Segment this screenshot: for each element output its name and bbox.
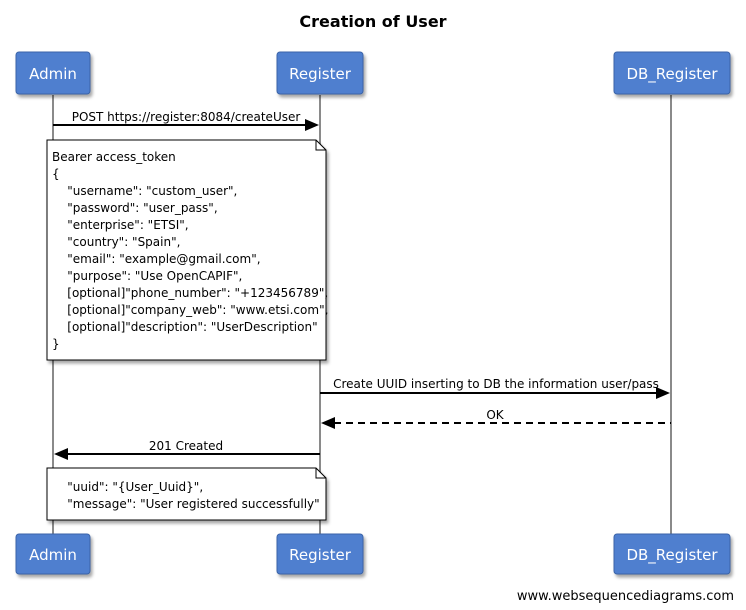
message-create-uuid: Create UUID inserting to DB the informat… [320, 377, 670, 399]
note-fold-icon [315, 468, 326, 479]
actor-db-register-bottom-label: DB_Register [626, 546, 718, 565]
note-line: "enterprise": "ETSI", [52, 218, 189, 232]
actor-admin-bottom: Admin [15, 533, 91, 575]
actor-register-top: Register [276, 51, 364, 95]
message-ok: OK [321, 408, 671, 429]
message-201-created: 201 Created [54, 439, 320, 460]
diagram-title: Creation of User [299, 12, 446, 31]
actor-register-top-label: Register [289, 65, 352, 83]
message-post-create-user: POST https://register:8084/createUser [53, 110, 319, 131]
note-line: [optional]"description": "UserDescriptio… [52, 320, 318, 334]
note-request-body: Bearer access_token { "username": "custo… [46, 139, 328, 361]
arrowhead-icon [305, 119, 319, 131]
footer-credit: www.websequencediagrams.com [517, 589, 734, 604]
note-line: "email": "example@gmail.com", [52, 252, 261, 266]
note-line: "message": "User registered successfully… [52, 497, 320, 511]
note-line: "password": "user_pass", [52, 201, 218, 215]
actor-admin-bottom-label: Admin [29, 546, 77, 564]
arrowhead-icon [321, 417, 335, 429]
note-line: } [52, 337, 60, 351]
actor-db-register-bottom: DB_Register [613, 533, 731, 575]
note-line: "purpose": "Use OpenCAPIF", [52, 269, 242, 283]
message-201-created-label: 201 Created [149, 439, 223, 453]
actor-db-register-top: DB_Register [613, 51, 731, 95]
note-line: [optional]"company_web": "www.etsi.com", [52, 303, 328, 317]
actor-register-bottom: Register [276, 533, 364, 575]
note-line: Bearer access_token [52, 150, 176, 164]
arrowhead-icon [54, 448, 68, 460]
note-line: [optional]"phone_number": "+123456789", [52, 286, 328, 300]
note-line: { [52, 167, 60, 181]
message-create-uuid-label: Create UUID inserting to DB the informat… [333, 377, 659, 391]
actor-admin-top-label: Admin [29, 65, 77, 83]
message-ok-label: OK [486, 408, 504, 422]
message-post-create-user-label: POST https://register:8084/createUser [72, 110, 301, 124]
note-response-body: "uuid": "{User_Uuid}", "message": "User … [46, 467, 327, 521]
arrowhead-icon [656, 387, 670, 399]
actor-register-bottom-label: Register [289, 546, 352, 564]
note-line: "country": "Spain", [52, 235, 180, 249]
note-line: "username": "custom_user", [52, 184, 237, 198]
actor-admin-top: Admin [15, 51, 91, 95]
note-fold-icon [315, 140, 326, 151]
note-line: "uuid": "{User_Uuid}", [52, 480, 203, 494]
actor-db-register-top-label: DB_Register [626, 65, 718, 84]
